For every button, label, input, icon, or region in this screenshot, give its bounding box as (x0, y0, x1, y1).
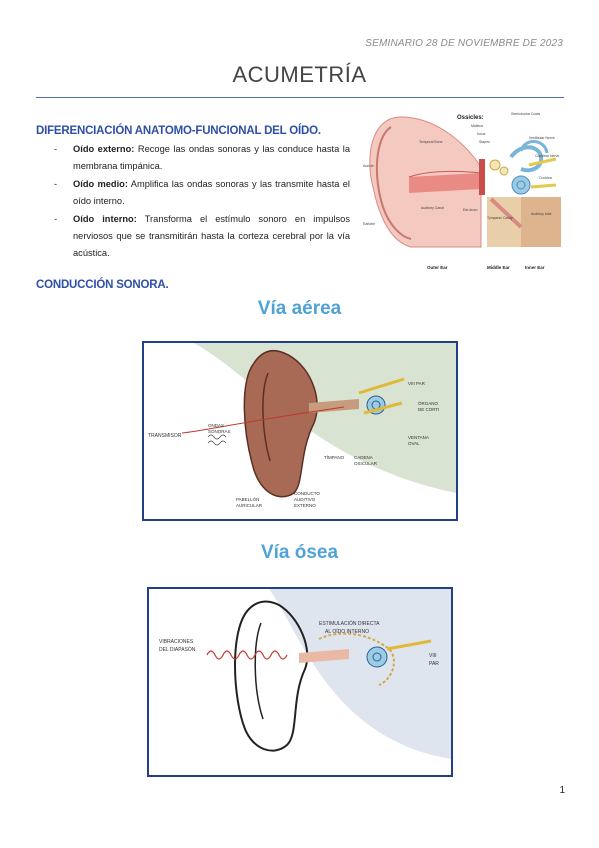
sound-wave-icon (207, 434, 227, 446)
term: Oído medio: (73, 179, 128, 189)
term: Oído interno: (73, 214, 137, 224)
via-osea-label: Vía ósea (260, 542, 339, 563)
annotation: VENTANA (408, 435, 429, 440)
list-item: -Oído interno: Transforma el estímulo so… (54, 214, 350, 258)
anat-region-label: Inner Ear (525, 265, 545, 270)
annotation: AL OÍDO INTERNO (325, 628, 369, 635)
anat-label: Stapes (479, 140, 490, 144)
annotation: ÓRGANO (418, 400, 439, 406)
annotation: ONDAS (208, 423, 224, 428)
anat-label: Malleus (471, 124, 483, 128)
page-number: 1 (559, 785, 565, 796)
air-conduction-drawing: TRANSMISOR ONDAS SONORAS PABELLÓN AURICU… (148, 343, 456, 508)
annotation: EXTERNO (294, 503, 316, 508)
definition: Amplifica las ondas sonoras y las transm… (73, 179, 351, 206)
anat-region-label: Outer Ear (427, 265, 448, 270)
annotation: AURICULAR (236, 503, 263, 508)
definition: Recoge las ondas sonoras y las conduce h… (73, 144, 350, 171)
annotation: TRANSMISOR (148, 433, 182, 439)
anat-label: Semicircular Ducts (511, 112, 540, 116)
annotation: OSICULAR (354, 461, 378, 466)
anat-label: Auditory Canal (421, 206, 444, 210)
anat-label: Vestibular Nerve (529, 136, 555, 140)
annotation: PAR (429, 661, 439, 667)
anat-label: Incus (477, 132, 486, 136)
ear-anatomy-illustration: Ossicles: Malleus Incus Stapes Semicircu… (361, 107, 561, 272)
anat-label: Tympanic Cavity (487, 216, 513, 220)
list-item: -Oído medio: Amplifica las ondas sonoras… (54, 179, 351, 206)
anat-ossicles-label: Ossicles: (457, 115, 484, 121)
annotation: OVAL (408, 441, 420, 446)
list-item: -Oído externo: Recoge las ondas sonoras … (54, 144, 350, 171)
annotation: DEL DIAPASÓN (159, 646, 196, 653)
section-heading-anatomy: DIFERENCIACIÓN ANATOMO-FUNCIONAL DEL OÍD… (36, 125, 321, 137)
annotation: CADENA (354, 455, 373, 460)
annotation: PABELLÓN (236, 496, 259, 502)
section-heading-conduction: CONDUCCIÓN SONORA. (36, 279, 169, 291)
annotation: VIII (429, 653, 437, 659)
via-aerea-label: Vía aérea (257, 298, 342, 319)
annotation: VIII PAR (408, 381, 426, 386)
header-note: SEMINARIO 28 DE NOVIEMBRE DE 2023 (365, 38, 563, 49)
anat-label: Earlobe (363, 222, 375, 226)
definition-list: -Oído externo: Recoge las ondas sonoras … (54, 141, 350, 263)
annotation: SONORAS (208, 429, 231, 434)
annotation: DE CORTI (418, 407, 439, 412)
title-divider (36, 97, 564, 98)
annotation: ESTIMULACIÓN DIRECTA (319, 620, 380, 627)
anat-label: Auditory tube (531, 212, 552, 216)
annotation: AUDITIVO (294, 497, 316, 502)
bone-conduction-drawing: VIBRACIONES DEL DIAPASÓN ESTIMULACIÓN DI… (159, 589, 451, 759)
anat-label: Temporal Bone (419, 140, 443, 144)
annotation: TÍMPANO (324, 454, 345, 460)
definition: Transforma el estímulo sonoro en impulso… (73, 214, 350, 258)
bone-conduction-figure: VIBRACIONES DEL DIAPASÓN ESTIMULACIÓN DI… (147, 587, 453, 777)
anat-label: Cochlea (539, 176, 552, 180)
anat-region-label: Middle Ear (487, 265, 510, 270)
annotation: CONDUCTO (294, 491, 320, 496)
term: Oído externo: (73, 144, 135, 154)
air-conduction-figure: TRANSMISOR ONDAS SONORAS PABELLÓN AURICU… (142, 341, 458, 521)
anat-label: Ear drum (463, 208, 477, 212)
page-title: ACUMETRÍA (232, 62, 367, 87)
anat-label: Auricle (363, 164, 374, 168)
annotation: VIBRACIONES (159, 639, 194, 645)
anat-label: Cochlear Nerve (535, 154, 559, 158)
